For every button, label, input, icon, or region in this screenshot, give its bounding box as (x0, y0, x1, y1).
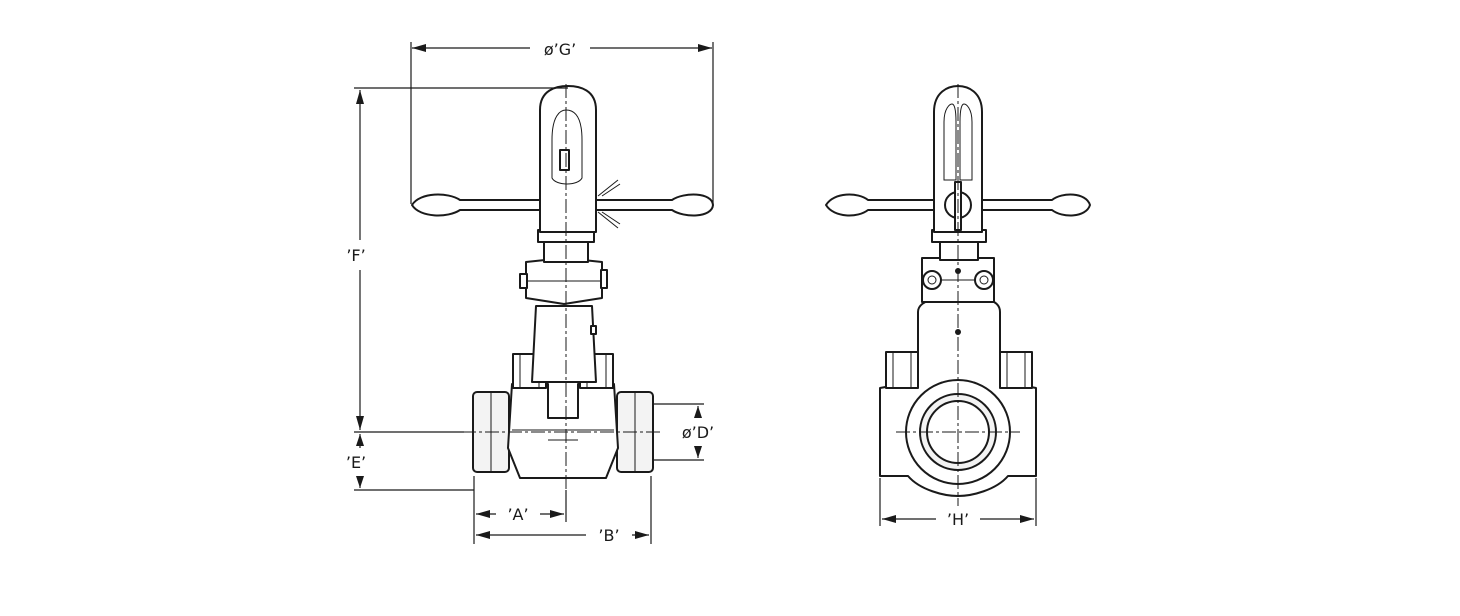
dimension-lines (354, 42, 1037, 544)
valve-side-view (411, 84, 714, 500)
dimension-label-d: ø’D’ (682, 423, 714, 442)
dimension-label-e: ’E’ (346, 453, 366, 472)
dimension-label-f: ’F’ (346, 246, 365, 265)
dimension-label-b: ’B’ (598, 526, 619, 545)
dimension-label-a: ’A’ (507, 505, 528, 524)
dimension-label-h: ’H’ (947, 510, 969, 529)
valve-front-view (825, 84, 1091, 506)
dimension-label-g: ø’G’ (544, 40, 576, 59)
